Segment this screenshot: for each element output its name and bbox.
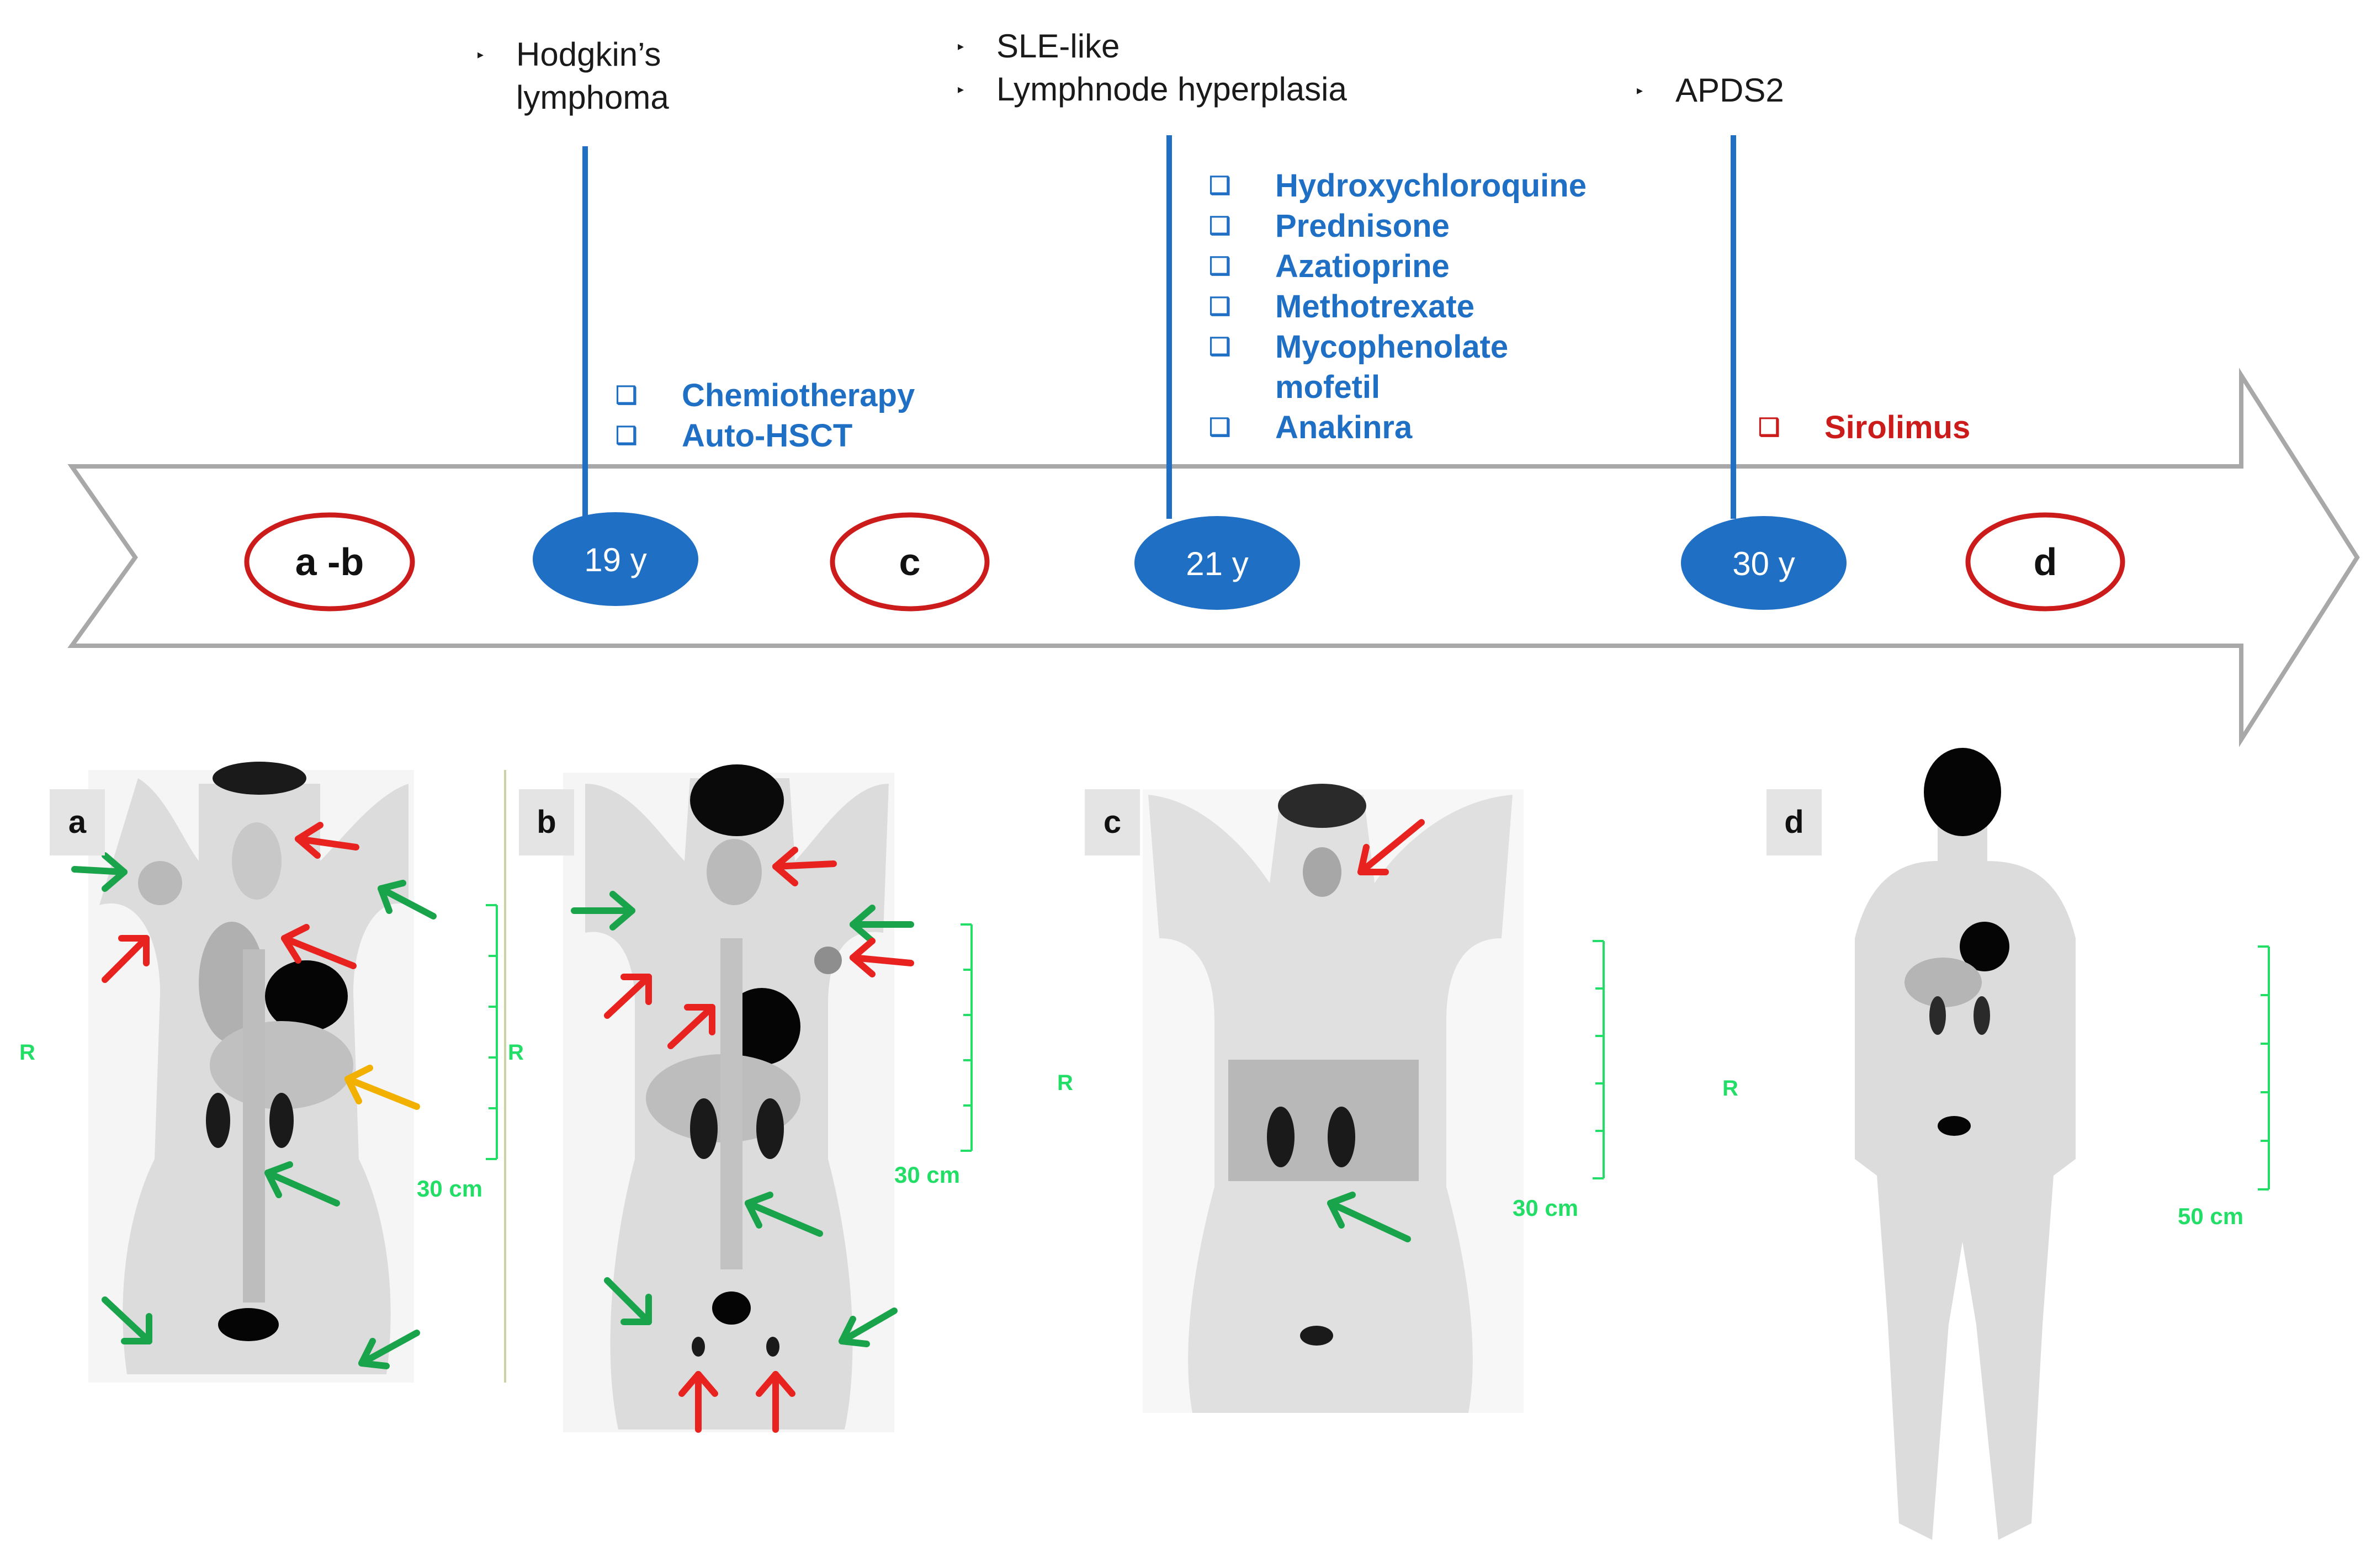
pet-scan-b: [563, 764, 894, 1432]
annotation-arrows-a: [71, 822, 437, 1369]
side-marker-a: R: [19, 1040, 35, 1065]
treatment-label: Mycophenolate: [1275, 329, 1509, 365]
event-text: lymphoma: [516, 79, 669, 116]
checkbox-icon: ❑: [616, 422, 638, 449]
checkbox-icon: ❑: [1209, 293, 1231, 320]
treatment-label: Methotrexate: [1275, 289, 1474, 325]
treatment-label: Auto-HSCT: [682, 418, 853, 454]
scale-label-b: 30 cm: [894, 1162, 961, 1188]
scale-bar-d: [2258, 945, 2270, 1190]
scale-label-c: 30 cm: [1513, 1195, 1579, 1221]
phase-label-ab: a -b: [295, 540, 364, 583]
event-text: APDS2: [1675, 72, 1784, 109]
pet-scan-d: [1855, 748, 2076, 1540]
treatment-label: Hydroxychloroquine: [1275, 168, 1587, 204]
phase-ellipse-c: [830, 512, 990, 612]
panel-label-c: c: [1085, 789, 1140, 855]
scale-bar-c: [1593, 940, 1605, 1179]
age-ellipse-19y: [533, 512, 698, 606]
age-ellipse-30y: [1681, 516, 1847, 610]
treatments-19y: ❑ Chemiotherapy ❑ Auto-HSCT: [616, 375, 915, 456]
treatment-label: Prednisone: [1275, 208, 1450, 244]
phase-ellipse-ab: [244, 512, 415, 612]
side-marker-d: R: [1722, 1076, 1738, 1101]
treatments-21y: ❑ Hydroxychloroquine ❑ Prednisone ❑ Azatiop…: [1209, 166, 1587, 448]
scale-label-d: 50 cm: [2178, 1203, 2244, 1229]
age-label-19y: 19 y: [584, 541, 646, 578]
checkbox-icon: ❑: [1209, 212, 1231, 240]
annotation-arrows-c: [1327, 819, 1425, 1242]
checkbox-icon: ❑: [1209, 172, 1231, 199]
bullet-icon: ▸: [478, 47, 484, 61]
age-label-21y: 21 y: [1186, 545, 1248, 582]
age-ellipse-21y: [1134, 516, 1300, 610]
checkbox-icon: ❑: [1209, 253, 1231, 280]
checkbox-icon: ❑: [1209, 333, 1231, 360]
treatment-label: Sirolimus: [1824, 410, 1971, 445]
event-text: Hodgkin’s: [516, 36, 661, 73]
panel-label-b: b: [519, 789, 574, 855]
scale-label-a: 30 cm: [417, 1176, 483, 1202]
side-marker-b: R: [508, 1040, 524, 1065]
phase-label-d: d: [2034, 540, 2057, 583]
bullet-icon: ▸: [958, 82, 964, 96]
scale-bar-b: [961, 923, 973, 1152]
panel-label-a: a: [50, 789, 105, 855]
side-marker-c: R: [1057, 1071, 1073, 1095]
bullet-icon: ▸: [1637, 83, 1643, 97]
event-hodgkins: ▸ Hodgkin’s lymphoma: [478, 33, 669, 119]
phase-ellipse-d: [1965, 512, 2125, 612]
checkbox-icon: ❑: [1758, 414, 1780, 441]
treatment-label: Chemiotherapy: [682, 378, 915, 413]
scale-bar-a: [486, 904, 498, 1160]
annotation-arrows-b: [571, 847, 914, 1433]
pet-scan-c: [1143, 784, 1524, 1413]
timeline-arrow: [67, 368, 2360, 747]
panel-label-d: d: [1766, 789, 1822, 855]
bullet-icon: ▸: [958, 39, 964, 53]
checkbox-icon: ❑: [616, 382, 638, 409]
treatment-label: Azatioprine: [1275, 248, 1450, 284]
event-text: SLE-like: [996, 28, 1120, 65]
age-label-30y: 30 y: [1732, 545, 1795, 582]
treatment-label: mofetil: [1275, 369, 1381, 405]
treatment-label: Anakinra: [1275, 410, 1413, 445]
event-apds2: ▸ APDS2: [1637, 69, 1784, 112]
phase-label-c: c: [899, 540, 921, 583]
event-text: Lymphnode hyperplasia: [996, 71, 1347, 108]
pet-scan-a: [88, 762, 414, 1383]
treatments-30y: ❑ Sirolimus: [1758, 407, 1970, 448]
checkbox-icon: ❑: [1209, 414, 1231, 441]
event-sle-like: ▸ SLE-like ▸ Lymphnode hyperplasia: [958, 25, 1347, 111]
